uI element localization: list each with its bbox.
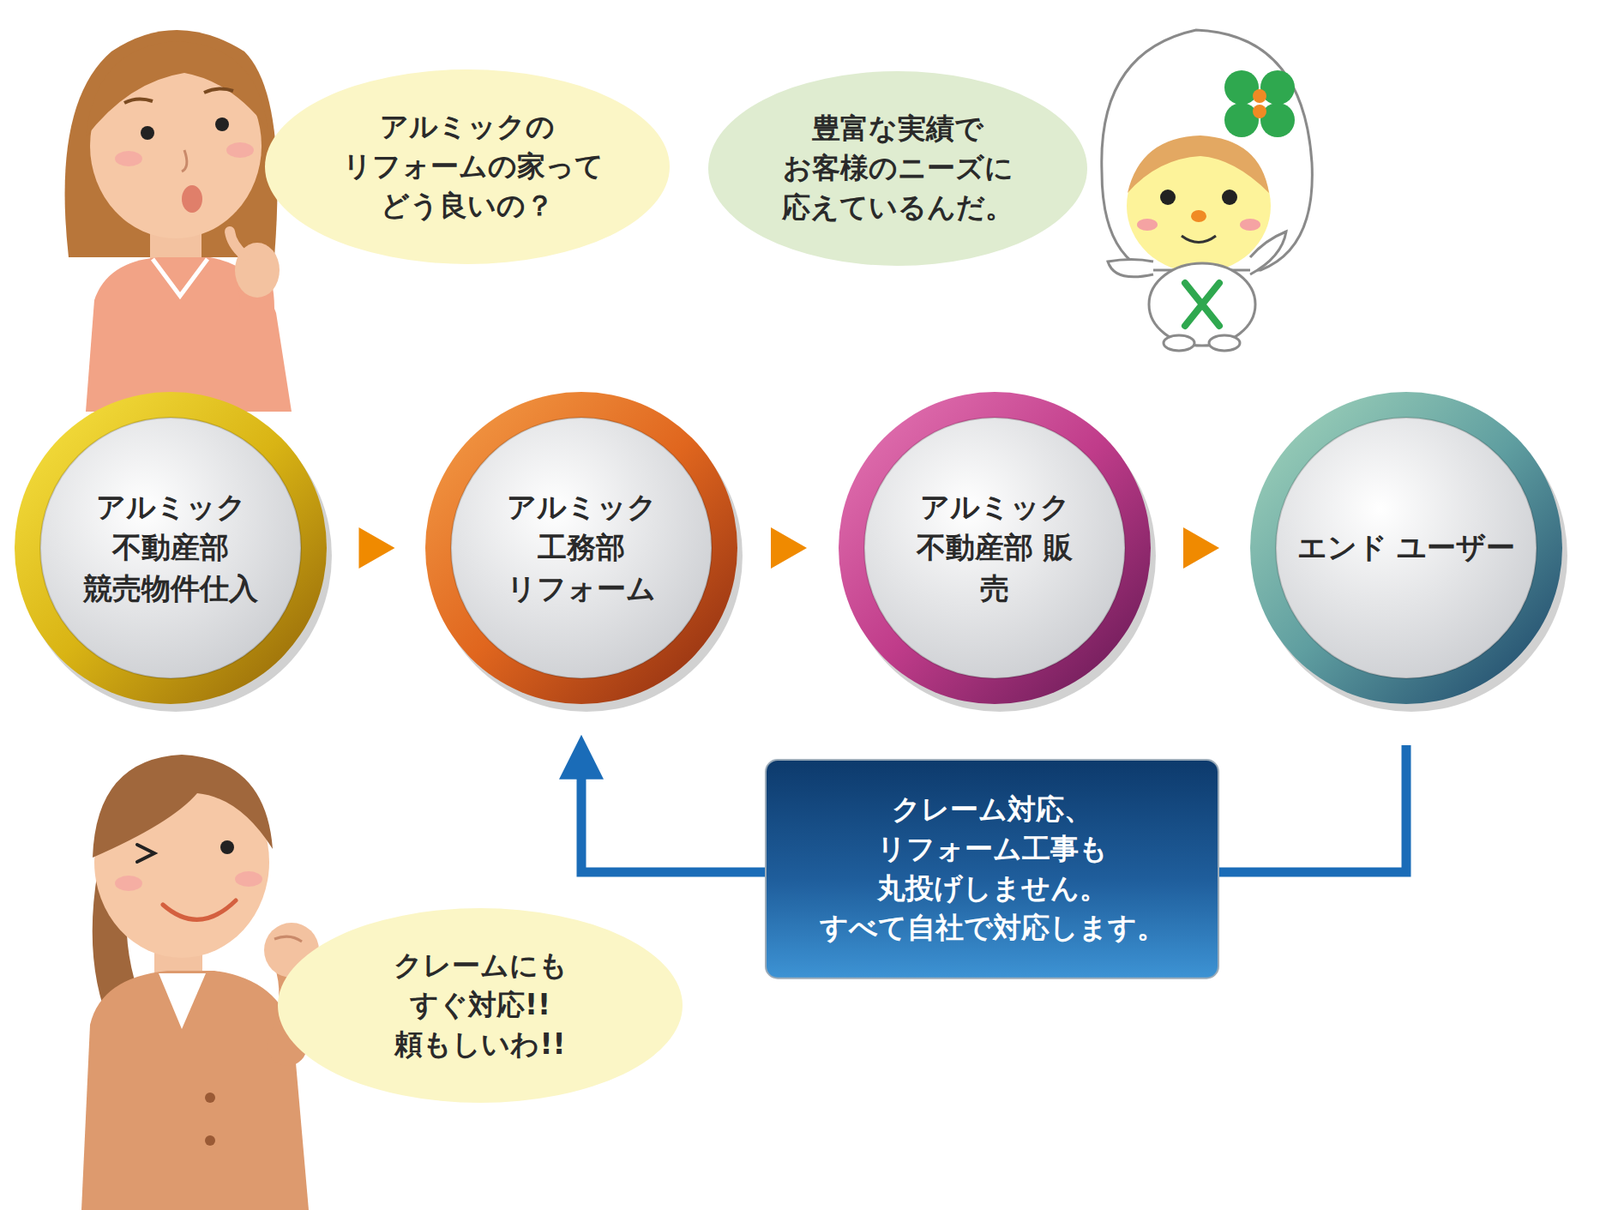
flow-arrow [1183,527,1220,569]
process-circle: アルミック 不動産部 競売物件仕入 [12,389,330,707]
bubble-shape [277,908,683,1103]
circle-face [451,417,712,679]
bubble-shape [264,69,670,265]
node-text: アルミック 不動産部 競売物件仕入 [59,487,283,610]
circle-ring [838,391,1151,704]
note-box: クレーム対応、 リフォーム工事も 丸投げしません。 すべて自社で対応します。 [764,758,1220,980]
node-text: エンド ユーザー [1294,527,1518,569]
woman-figure [81,754,319,1210]
node-text: クレームにも すぐ対応!! 頼もしいわ!! [355,945,605,1065]
node-outline [764,758,1220,980]
node-text: アルミック 工務部 リフォーム [469,487,693,610]
box-shape [765,759,1219,979]
speech-bubble: クレームにも すぐ対応!! 頼もしいわ!! [276,906,685,1105]
process-circle: エンド ユーザー [1247,389,1565,707]
node-text: クレーム対応、 リフォーム工事も 丸投げしません。 すべて自社で対応します。 [803,789,1181,949]
circle-ring [1250,391,1563,704]
node-text: アルミックの リフォームの家って どう良いの？ [342,107,592,227]
flow-arrow [359,527,396,569]
circle-ring [14,391,327,704]
flow-arrow [770,527,807,569]
process-circle: アルミック 工務部 リフォーム [422,389,740,707]
speech-bubble: アルミックの リフォームの家って どう良いの？ [263,67,672,266]
node-text: アルミック 不動産部 販 売 [908,487,1081,610]
mascot-figure [1101,30,1313,351]
speech-bubble: 豊富な実績で お客様のニーズに 応えているんだ。 [706,69,1089,268]
circle-face [40,417,301,679]
circle-face [1275,417,1537,679]
process-circle: アルミック 不動産部 販 売 [836,389,1154,707]
circle-ring [425,391,738,704]
node-text: 豊富な実績で お客様のニーズに 応えているんだ。 [773,108,1023,229]
woman-figure [65,30,292,412]
bubble-shape [708,71,1088,266]
circle-face [864,417,1125,679]
